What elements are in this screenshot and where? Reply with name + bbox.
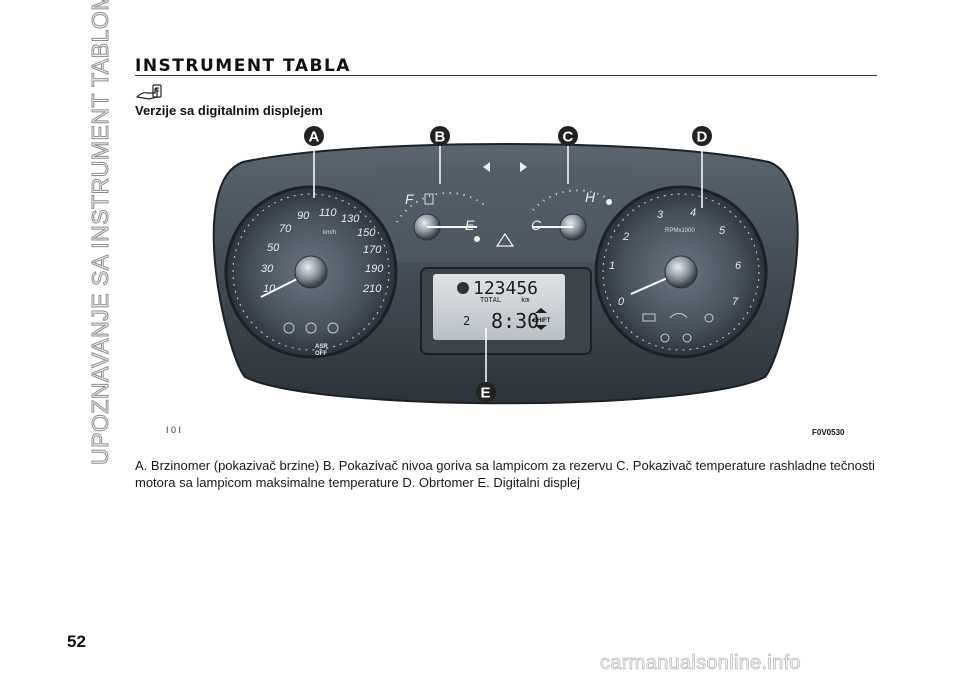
speed-tick-50: 50	[267, 242, 280, 254]
watermark: carmanualsonline.info	[600, 652, 801, 675]
esp-warning-icon	[327, 322, 339, 334]
clock-value: 8:30	[491, 309, 539, 333]
oil-pressure-icon	[669, 313, 688, 319]
page-number: 52	[67, 632, 86, 651]
shift-down-icon	[535, 325, 547, 330]
turn-left-icon	[483, 162, 490, 172]
seatbelt-icon	[682, 333, 692, 343]
rpm-tick-4: 4	[690, 207, 696, 219]
title-rule	[135, 75, 877, 76]
speed-tick-210: 210	[362, 283, 382, 295]
digital-display: 123456 TOTAL km 2 8:30 SHIFT	[420, 267, 592, 355]
figure-version-mark: I 0 I	[166, 425, 182, 435]
side-chapter-title: UPOZNAVANJE SA INSTRUMENT TABLOM	[87, 0, 114, 466]
speed-tick-190: 190	[365, 263, 384, 275]
fuel-full-label: F	[405, 191, 415, 207]
temp-hot-label: H	[585, 189, 596, 205]
odometer-value: 123456	[473, 278, 538, 299]
callout-e	[476, 382, 496, 402]
speed-tick-90: 90	[297, 210, 310, 222]
speed-tick-150: 150	[357, 227, 376, 239]
section-title: INSTRUMENT TABLA	[135, 56, 351, 76]
speed-tick-30: 30	[261, 263, 274, 275]
callout-a	[304, 126, 324, 146]
callout-b	[430, 126, 450, 146]
speed-tick-70: 70	[279, 223, 292, 235]
rpm-tick-5: 5	[719, 225, 726, 237]
callout-b-label: B	[435, 129, 446, 146]
asr-off-label: OFF	[315, 351, 327, 357]
rpm-tick-3: 3	[657, 209, 664, 221]
asr-label: ASR	[315, 344, 328, 350]
callout-e-label: E	[481, 385, 491, 402]
rpm-unit: RPMx1000	[665, 228, 695, 234]
hand-pointer-icon	[135, 84, 162, 100]
shift-up-icon	[535, 308, 547, 313]
fuel-pump-icon	[424, 193, 434, 205]
rpm-tick-2: 2	[622, 231, 629, 243]
service-icon	[457, 282, 469, 294]
temperature-gauge: H C	[483, 162, 614, 247]
fuel-reserve-lamp	[474, 236, 480, 242]
rpm-tick-7: 7	[732, 296, 739, 308]
gear-indicator: 2	[463, 314, 470, 328]
temp-cold-label: C	[531, 217, 542, 233]
shift-label: SHIFT	[533, 318, 551, 324]
rpm-tick-1: 1	[609, 260, 615, 272]
callout-a-label: A	[309, 129, 320, 146]
odometer-unit: km	[521, 296, 529, 304]
fuel-gauge: F E	[396, 191, 488, 242]
temp-max-lamp	[606, 199, 612, 205]
abs-warning-icon	[283, 322, 295, 334]
turn-right-icon	[520, 162, 527, 172]
rpm-tick-6: 6	[735, 260, 742, 272]
speed-unit: km/h	[323, 230, 336, 236]
speed-tick-130: 130	[341, 213, 360, 225]
callout-d	[692, 126, 712, 146]
subtitle: Verzije sa digitalnim displejem	[135, 103, 323, 118]
warning-triangle-icon	[495, 232, 515, 247]
odometer-label: TOTAL	[480, 296, 501, 304]
callout-c-label: C	[563, 129, 574, 146]
rpm-tick-0: 0	[618, 296, 625, 308]
fuel-empty-label: E	[465, 217, 475, 233]
airbag-icon	[704, 313, 714, 323]
speed-tick-110: 110	[319, 207, 337, 219]
instrument-panel-figure: 10 30 50 70 90 110 130 150 170 190 210 k…	[212, 126, 799, 405]
brake-warning-icon	[305, 322, 317, 334]
figure-caption: A. Brzinomer (pokazivač brzine) B. Pokaz…	[135, 458, 875, 490]
tachometer: 0 1 2 3 4 5 6 7 RPMx1000	[594, 185, 768, 359]
figure-code: F0V0530	[812, 428, 845, 437]
callout-c	[558, 126, 578, 146]
battery-icon	[642, 313, 656, 322]
glow-plug-icon	[660, 333, 670, 343]
callout-d-label: D	[697, 129, 708, 146]
speed-tick-170: 170	[363, 244, 382, 256]
callout-markers: A B C D E	[304, 126, 712, 402]
speedometer: 10 30 50 70 90 110 130 150 170 190 210 k…	[224, 185, 398, 359]
